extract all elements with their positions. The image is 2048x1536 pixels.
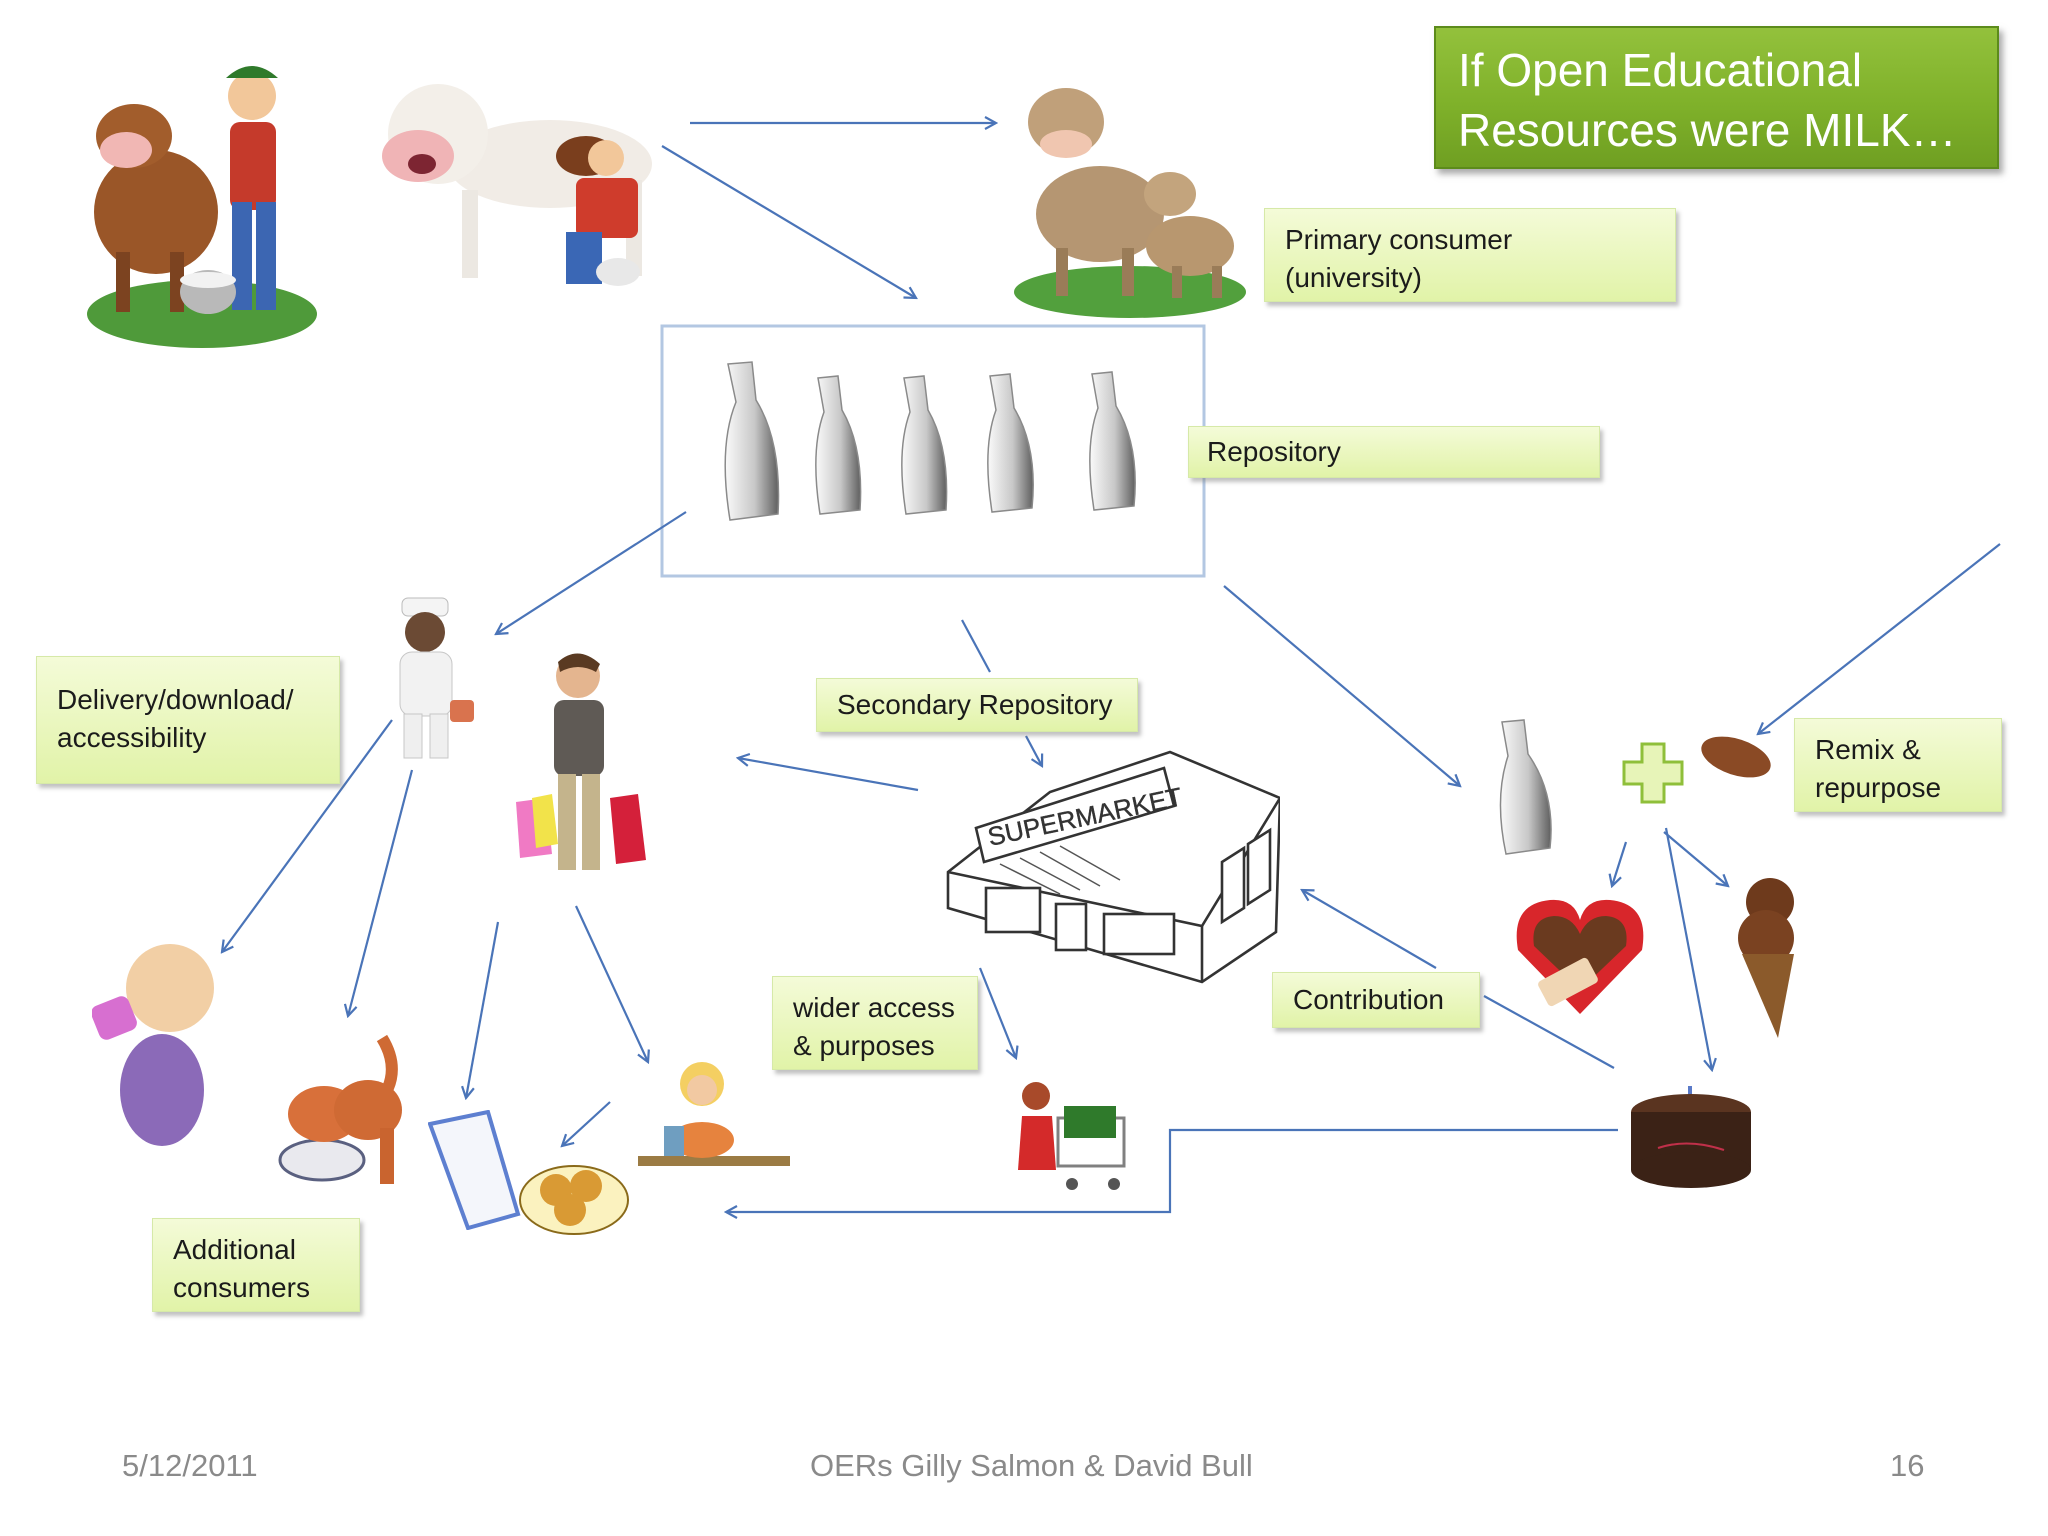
slide-title: If Open Educational Resources were MILK…: [1434, 26, 1999, 169]
remix-label: Remix & repurpose: [1794, 718, 2002, 812]
additional-consumers-label-line-1: Additional: [173, 1234, 296, 1265]
arrow-baker-to-cookies: [562, 1101, 611, 1146]
milk-bottle-1: [724, 361, 780, 521]
additional-consumers-label-line-2: consumers: [173, 1272, 310, 1303]
arrow-plus-to-chocolates: [1612, 841, 1628, 886]
primary-consumer-label-line-1: Primary consumer: [1285, 224, 1513, 255]
footer-date: 5/12/2011: [122, 1448, 258, 1483]
delivery-label-line-2: accessibility: [57, 722, 207, 753]
arrow-secondary-to-store: [1025, 735, 1042, 766]
arrow-shopper-to-baker: [575, 905, 648, 1062]
delivery-label-line-1: Delivery/download/: [57, 684, 294, 715]
footer-credit: OERs Gilly Salmon & David Bull: [810, 1448, 1253, 1483]
girl-baking-image: [638, 1062, 790, 1166]
remix-milk-bottle-image: [1499, 719, 1552, 855]
delivery-label: Delivery/download/ accessibility: [36, 656, 340, 784]
repository-label: Repository: [1188, 426, 1600, 478]
farmer-with-cow-image: [87, 66, 317, 348]
footer-page-number: 16: [1890, 1448, 1925, 1483]
arrow-external-to-remix: [1758, 543, 2001, 734]
birthday-cake-image: [1631, 1086, 1751, 1188]
arrow-milkman-to-baby: [222, 719, 393, 952]
shopping-cart-girl-image: [1018, 1082, 1126, 1190]
milk-bottle-3: [901, 375, 948, 515]
glass-of-milk-image: [428, 1110, 521, 1230]
primary-consumer-label-line-2: (university): [1285, 262, 1422, 293]
chocolate-box-image: [1516, 899, 1644, 1014]
milk-bottle-2: [815, 375, 862, 515]
plus-icon: [1622, 742, 1684, 804]
secondary-repository-label-text: Secondary Repository: [837, 689, 1113, 720]
arrow-plus-to-icecream: [1663, 831, 1728, 886]
milkman-image: [399, 597, 474, 759]
slide-title-line-1: If Open Educational: [1458, 44, 1863, 96]
arrow-store-to-shopper: [738, 758, 919, 792]
remix-label-line-1: Remix &: [1815, 734, 1921, 765]
contribution-label: Contribution: [1272, 972, 1480, 1028]
arrow-contribution-to-store: [1302, 890, 1437, 969]
arrow-repository-to-milkman: [496, 511, 687, 634]
arrow-cake-to-consumers: [726, 1128, 1618, 1212]
wider-access-label-line-1: wider access: [793, 992, 955, 1023]
milk-bottle-5: [1089, 371, 1136, 511]
arrow-store-to-shopping-girl: [978, 967, 1016, 1058]
cat-drinking-milk-image: [278, 1034, 402, 1184]
milking-cow-image: [382, 84, 652, 286]
plate-of-cookies-image: [519, 1165, 629, 1235]
ice-cream-cone-image: [1738, 878, 1794, 1038]
arrow-shopper-to-milk-glass: [466, 921, 500, 1098]
wider-access-label-line-2: & purposes: [793, 1030, 935, 1061]
arrow-repository-to-secondary: [961, 619, 991, 673]
cow-and-calf-image: [1014, 88, 1246, 318]
supermarket-image: SUPERMARKET: [946, 750, 1280, 984]
slide-title-line-2: Resources were MILK…: [1458, 104, 1957, 156]
repository-label-text: Repository: [1207, 436, 1341, 467]
secondary-repository-label: Secondary Repository: [816, 678, 1138, 732]
wider-access-label: wider access & purposes: [772, 976, 978, 1070]
baby-with-bottle-image: [92, 944, 214, 1146]
arrow-farmer-to-repository: [661, 145, 916, 298]
arrow-contribution-to-cake: [1483, 995, 1615, 1069]
arrow-repository-to-remix-bottle: [1223, 585, 1460, 786]
cocoa-bean-image: [1701, 736, 1771, 778]
additional-consumers-label: Additional consumers: [152, 1218, 360, 1312]
arrow-group: [222, 123, 2001, 1212]
contribution-label-text: Contribution: [1293, 984, 1444, 1015]
shopper-image: [516, 653, 646, 870]
milk-bottles-image: [724, 361, 1136, 521]
remix-label-line-2: repurpose: [1815, 772, 1942, 803]
arrow-plus-to-cake: [1664, 827, 1712, 1070]
arrow-milkman-to-cat: [348, 769, 414, 1016]
milk-bottle-4: [987, 373, 1034, 513]
primary-consumer-label: Primary consumer (university): [1264, 208, 1676, 302]
